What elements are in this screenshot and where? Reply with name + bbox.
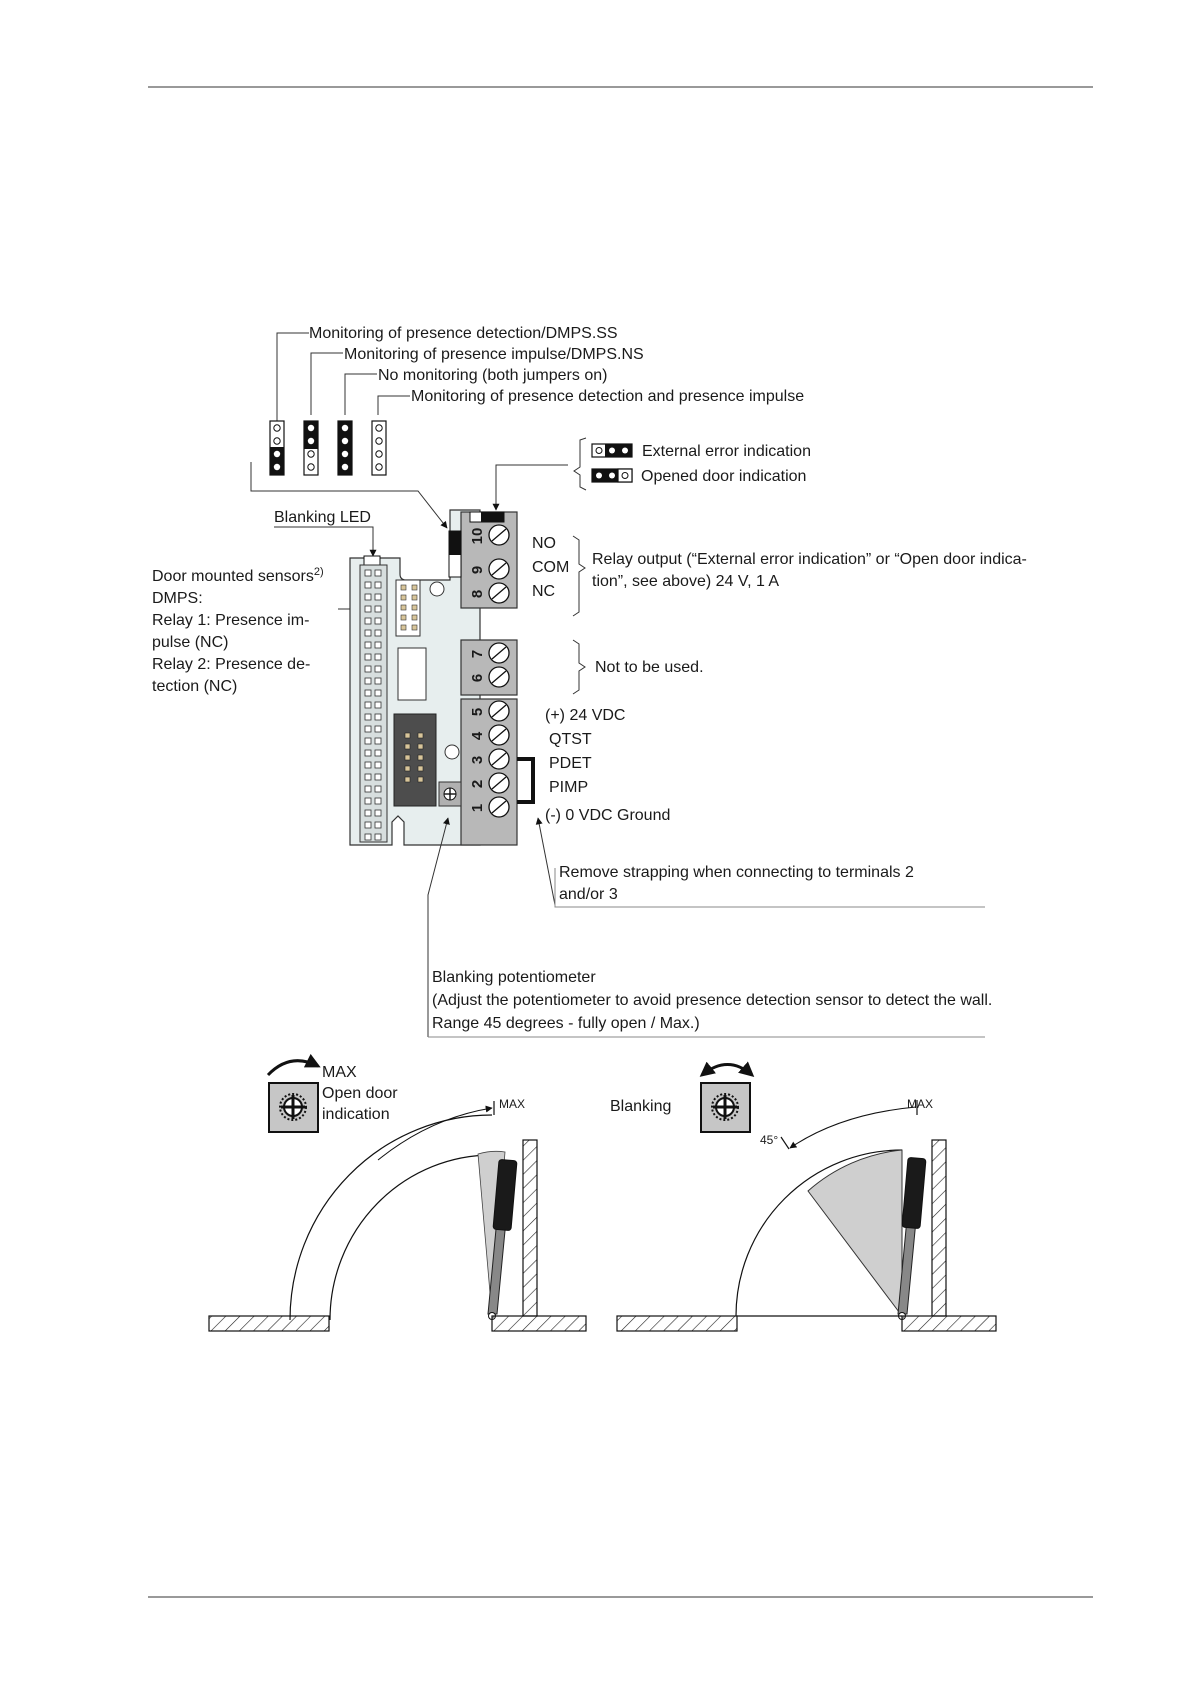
circuit-board xyxy=(349,509,518,846)
jumper-label-1: Monitoring of presence detection/DMPS.SS xyxy=(309,325,618,342)
external-error-label: External error indication xyxy=(642,443,811,460)
jumper-leader xyxy=(250,462,448,529)
terminal-no-label: NO xyxy=(532,535,556,552)
terminal-nc-label: NC xyxy=(532,583,555,600)
terminal-strip: 10 9 8 7 6 5 4 3 2 1 xyxy=(469,524,510,818)
terminal-labels: NO COM NC Relay output (“External error … xyxy=(532,535,1027,824)
blanking-led-leader xyxy=(274,526,377,557)
terminal-com-label: COM xyxy=(532,559,569,576)
right-angle-label: 45° xyxy=(760,1133,778,1147)
blanking-led-label: Blanking LED xyxy=(274,509,371,526)
strapping-wire xyxy=(517,757,535,804)
potentiometer-note-line3: Range 45 degrees - fully open / Max.) xyxy=(432,1015,700,1032)
relay-output-line2: tion”, see above) 24 V, 1 A xyxy=(592,573,779,590)
door-sensors-line5: Relay 2: Presence de- xyxy=(152,656,310,673)
door-sensors-line3: Relay 1: Presence im- xyxy=(152,612,309,629)
jumper-label-4: Monitoring of presence detection and pre… xyxy=(411,388,804,405)
terminal-number: 8 xyxy=(469,590,486,598)
terminal-number: 3 xyxy=(469,756,486,764)
door-sensors-line4: pulse (NC) xyxy=(152,634,228,651)
terminal-number: 10 xyxy=(469,528,486,545)
jumper-block-1 xyxy=(269,420,285,476)
svg-text:Door mounted sensors2): Door mounted sensors2) xyxy=(152,566,324,585)
relay-output-line1: Relay output (“External error indication… xyxy=(592,551,1027,568)
right-door-diagram: Blanking MAX 45° xyxy=(610,1061,997,1332)
relay-jumper-legend: External error indication Opened door in… xyxy=(573,437,811,491)
terminal-3-label: PDET xyxy=(549,755,592,772)
potentiometer-note-line1: Blanking potentiometer xyxy=(432,969,596,986)
door-sensors-note: Door mounted sensors2) DMPS: Relay 1: Pr… xyxy=(152,566,324,695)
terminal-2-label: PIMP xyxy=(549,779,588,796)
terminal-4-label: QTST xyxy=(549,731,592,748)
door-sensors-title: Door mounted sensors xyxy=(152,568,314,585)
right-arc-max-label: MAX xyxy=(907,1097,933,1111)
jumper-settings-labels: Monitoring of presence detection/DMPS.SS… xyxy=(276,325,804,425)
right-rotate-arrow xyxy=(699,1061,755,1077)
relay-jumper-leader xyxy=(492,464,568,511)
terminal-number: 6 xyxy=(469,674,486,682)
opened-door-label: Opened door indication xyxy=(641,468,806,485)
strapping-leader xyxy=(535,817,556,906)
left-door-diagram: MAX Open door indication MAX xyxy=(208,1053,587,1332)
left-arc-max-label: MAX xyxy=(499,1097,525,1111)
terminal-number: 2 xyxy=(469,780,486,788)
door-sensors-line6: tection (NC) xyxy=(152,678,237,695)
terminal-number: 4 xyxy=(469,731,486,740)
jumper-label-2: Monitoring of presence impulse/DMPS.NS xyxy=(344,346,644,363)
potentiometer-leader xyxy=(427,817,450,1037)
left-rotate-arrow xyxy=(266,1053,321,1077)
terminal-1-label: (-) 0 VDC Ground xyxy=(545,807,670,824)
jumper-block-3 xyxy=(337,420,353,476)
left-open-door-line1: Open door xyxy=(322,1085,398,1102)
left-open-door-line2: indication xyxy=(322,1106,390,1123)
terminal-5-label: (+) 24 VDC xyxy=(545,707,625,724)
right-potentiometer-icon xyxy=(700,1082,751,1133)
potentiometer-note-line2: (Adjust the potentiometer to avoid prese… xyxy=(432,992,992,1009)
not-used-label: Not to be used. xyxy=(595,659,704,676)
jumper-label-3: No monitoring (both jumpers on) xyxy=(378,367,607,384)
left-potentiometer-icon xyxy=(268,1082,319,1133)
jumper-block-4 xyxy=(371,420,387,476)
strapping-note-line2: and/or 3 xyxy=(559,886,618,903)
door-sensors-footnote: 2) xyxy=(314,566,324,578)
terminal-number: 5 xyxy=(469,708,486,716)
terminal-number: 1 xyxy=(469,804,486,812)
left-max-label: MAX xyxy=(322,1064,357,1081)
jumper-block-2 xyxy=(303,420,319,476)
jumper-blocks xyxy=(269,420,387,476)
right-blanking-label: Blanking xyxy=(610,1098,671,1115)
terminal-number: 9 xyxy=(469,566,486,574)
terminal-number: 7 xyxy=(469,650,486,658)
door-sensors-line2: DMPS: xyxy=(152,590,203,607)
strapping-rule xyxy=(554,868,985,908)
strapping-note-line1: Remove strapping when connecting to term… xyxy=(559,864,914,881)
